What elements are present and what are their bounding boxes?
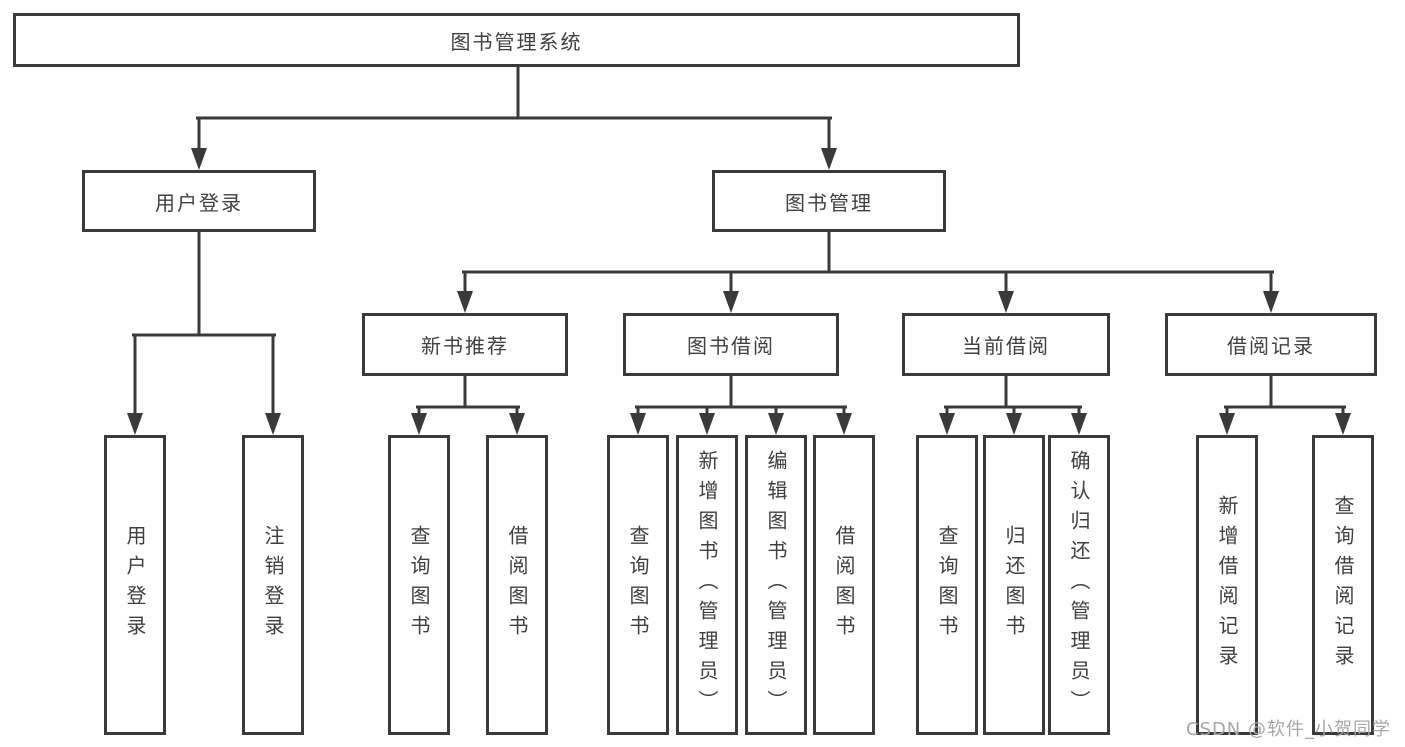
leaf-logout-login: 注销登录 <box>242 435 304 735</box>
leaf-label: 新增借阅记录 <box>1215 495 1239 675</box>
arrowhead <box>699 413 715 435</box>
arrowhead <box>127 413 143 435</box>
leaf-label: 确认归还（管理员） <box>1067 450 1091 720</box>
arrowhead <box>768 413 784 435</box>
arrowhead <box>457 291 473 313</box>
leaf-label: 注销登录 <box>261 525 285 645</box>
leaf-query-book: 查询图书 <box>607 435 669 735</box>
arrowhead <box>411 413 427 435</box>
arrowhead <box>509 413 525 435</box>
leaf-edit-book-admin: 编辑图书（管理员） <box>745 435 807 735</box>
leaf-borrow-book: 借阅图书 <box>486 435 548 735</box>
arrowhead <box>630 413 646 435</box>
arrowhead <box>836 413 852 435</box>
leaf-query-book: 查询图书 <box>916 435 978 735</box>
node-current-borrowing: 当前借阅 <box>902 313 1110 376</box>
leaf-query-borrow-record: 查询借阅记录 <box>1312 435 1374 735</box>
leaf-label: 查询图书 <box>935 525 959 645</box>
arrowhead <box>191 148 207 170</box>
leaf-label: 查询图书 <box>626 525 650 645</box>
leaf-label: 查询借阅记录 <box>1331 495 1355 675</box>
leaf-add-borrow-record: 新增借阅记录 <box>1196 435 1258 735</box>
arrowhead <box>265 413 281 435</box>
leaf-borrow-book: 借阅图书 <box>813 435 875 735</box>
arrowhead <box>998 291 1014 313</box>
node-borrowing-records: 借阅记录 <box>1165 313 1377 376</box>
node-book-borrowing: 图书借阅 <box>623 313 839 376</box>
connector-book-borrow-to-leaves <box>635 374 847 417</box>
leaf-confirm-return-admin: 确认归还（管理员） <box>1048 435 1110 735</box>
connector-borrow-records-to-leaves <box>1224 374 1346 417</box>
arrowhead <box>1006 413 1022 435</box>
arrowhead <box>1219 413 1235 435</box>
node-book-management: 图书管理 <box>712 170 946 232</box>
leaf-label: 新增图书（管理员） <box>695 450 719 720</box>
arrowhead <box>1263 291 1279 313</box>
leaf-label: 归还图书 <box>1002 525 1026 645</box>
arrowhead <box>1335 413 1351 435</box>
leaf-label: 编辑图书（管理员） <box>764 450 788 720</box>
arrowhead <box>1071 413 1087 435</box>
arrowhead <box>723 291 739 313</box>
node-root-system: 图书管理系统 <box>13 13 1020 67</box>
connector-book-mgmt-to-level3 <box>462 230 1274 295</box>
leaf-label: 借阅图书 <box>832 525 856 645</box>
arrowhead <box>821 148 837 170</box>
connector-new-book-to-leaves <box>416 374 520 417</box>
csdn-watermark: CSDN @软件_小贺同学 <box>1185 719 1391 740</box>
node-user-login: 用户登录 <box>82 170 316 232</box>
arrowhead <box>939 413 955 435</box>
leaf-query-book: 查询图书 <box>388 435 450 735</box>
leaf-user-login: 用户登录 <box>104 435 166 735</box>
leaf-label: 查询图书 <box>407 525 431 645</box>
leaf-add-book-admin: 新增图书（管理员） <box>676 435 738 735</box>
leaf-return-book: 归还图书 <box>983 435 1045 735</box>
node-new-book-recommend: 新书推荐 <box>362 313 568 376</box>
connector-current-borrow-to-leaves <box>944 374 1082 417</box>
leaf-label: 用户登录 <box>123 525 147 645</box>
leaf-label: 借阅图书 <box>505 525 529 645</box>
connector-user-login-to-leaves <box>132 230 276 417</box>
connector-root-to-level2 <box>196 65 832 152</box>
